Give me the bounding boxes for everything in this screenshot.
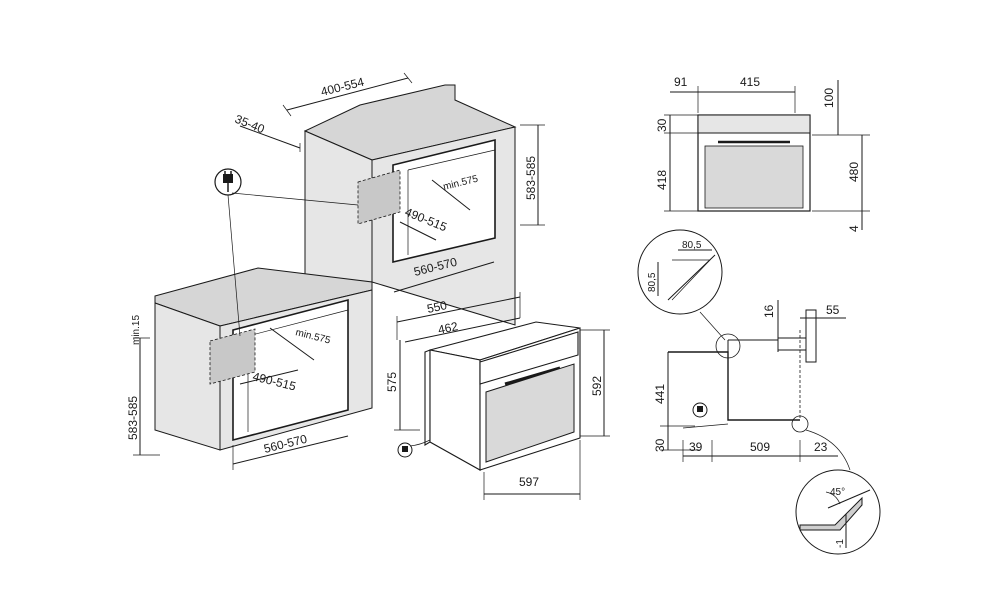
- label-front-panel: 30: [655, 118, 669, 132]
- label-detail-w: 80,5: [682, 240, 702, 251]
- label-oven-depth-body: 462: [437, 319, 460, 337]
- label-col-inset: 35-40: [233, 112, 267, 137]
- plug-icon: [214, 168, 242, 196]
- label-side-front: 39: [689, 440, 703, 454]
- label-oven-depth-total: 550: [426, 298, 449, 316]
- corner-detail: 80,5 80,5: [637, 229, 741, 359]
- label-detail-angle: 45°: [830, 487, 845, 498]
- column-socket-area: [357, 169, 401, 225]
- label-side-base: 30: [653, 438, 667, 452]
- front-view: 91 415 30 418 100 480 4: [655, 75, 870, 232]
- label-side-height: 441: [653, 384, 667, 404]
- label-front-bottom: 4: [847, 225, 861, 232]
- under-counter-cabinet: [154, 267, 373, 451]
- label-side-top: 16: [762, 304, 776, 318]
- oven-perspective: [397, 321, 581, 471]
- side-view: 441 30 16 55 39 509 23: [653, 300, 846, 462]
- label-oven-height-body: 575: [385, 372, 399, 392]
- label-detail-h: 80,5: [647, 272, 658, 292]
- label-under-min-gap: min.15: [131, 315, 142, 345]
- label-oven-height-total: 592: [590, 376, 604, 396]
- label-front-left: 91: [674, 75, 688, 89]
- label-front-top: 100: [822, 88, 836, 108]
- label-under-height: 583-585: [126, 396, 140, 440]
- label-side-right: 55: [826, 303, 840, 317]
- oven-dimensions: 550 462 575 592 597: [385, 292, 610, 500]
- label-col-height: 583-585: [524, 156, 538, 200]
- label-oven-width: 597: [519, 475, 539, 489]
- label-side-depth: 509: [750, 440, 770, 454]
- label-front-right-h: 480: [847, 162, 861, 182]
- label-side-back: 23: [814, 440, 828, 454]
- label-front-body: 418: [655, 170, 669, 190]
- angle-detail: 45° -1: [795, 429, 881, 555]
- label-front-width: 415: [740, 75, 760, 89]
- label-detail-offset: -1: [835, 539, 846, 548]
